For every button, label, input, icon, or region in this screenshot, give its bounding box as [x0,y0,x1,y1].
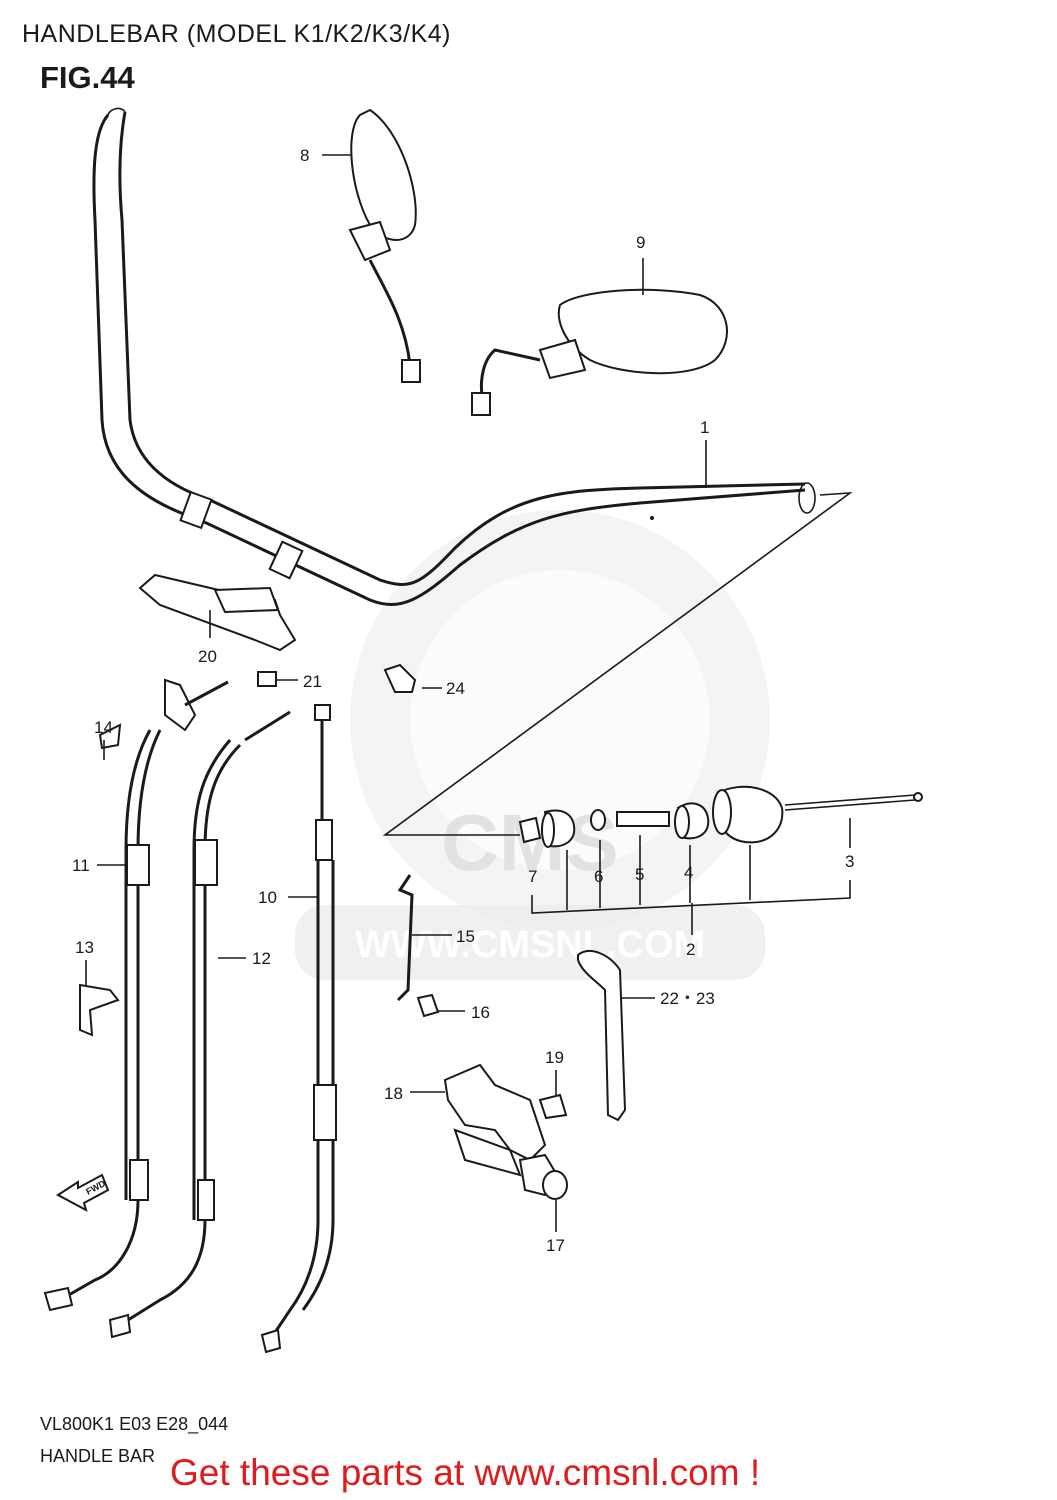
watermark-url-text: WWW.CMSNL.COM [355,924,705,966]
callout-21: 21 [303,672,322,691]
forward-direction-arrow: FWD [56,1173,110,1212]
diagram-code: VL800K1 E03 E28_044 [40,1414,229,1434]
callout-12: 12 [252,949,271,968]
callout-14: 14 [94,718,113,737]
diagram-title: HANDLEBAR (MODEL K1/K2/K3/K4) [22,20,451,48]
callout-22-23: 22・23 [660,989,715,1008]
clip-part [396,874,414,1002]
callout-15: 15 [456,927,475,946]
callout-6: 6 [594,867,603,886]
leader-lines [85,154,851,1232]
callout-2: 2 [686,940,695,959]
bar-end-weight-assembly [518,785,923,848]
switch-bracket-assembly [443,1063,568,1200]
cable-12-part [108,710,291,1339]
callout-16: 16 [471,1003,490,1022]
callout-1: 1 [700,418,709,437]
mirror-left-part [348,108,421,383]
promo-text: Get these parts at www.cmsnl.com ! [170,1452,761,1493]
callout-3: 3 [845,852,854,871]
handlebar-part [92,107,816,606]
diagram-name: HANDLE BAR [40,1446,156,1466]
callout-5: 5 [635,865,644,884]
watermark-logo: CMS WWW.CMSNL.COM [295,510,770,980]
callout-19: 19 [545,1048,564,1067]
clamp-part [383,663,417,693]
watermark-logo-text: CMS [441,798,619,887]
group-bracket-2 [531,880,851,914]
callout-10: 10 [258,888,277,907]
cable-bracket-part [79,983,120,1037]
mirror-right-part [471,288,728,416]
callout-20: 20 [198,647,217,666]
callout-7: 7 [528,867,537,886]
cable-10-part [260,704,337,1354]
callout-13: 13 [75,938,94,957]
bracket-part [138,573,297,687]
callout-8: 8 [300,146,309,165]
callout-4: 4 [684,863,693,882]
screw-16-part [416,993,440,1018]
callout-17: 17 [546,1236,565,1255]
figure-number: FIG.44 [40,60,135,95]
callout-24: 24 [446,679,465,698]
callout-11: 11 [72,856,90,875]
callout-18: 18 [384,1084,403,1103]
strap-part [577,950,627,1122]
callout-9: 9 [636,233,645,252]
